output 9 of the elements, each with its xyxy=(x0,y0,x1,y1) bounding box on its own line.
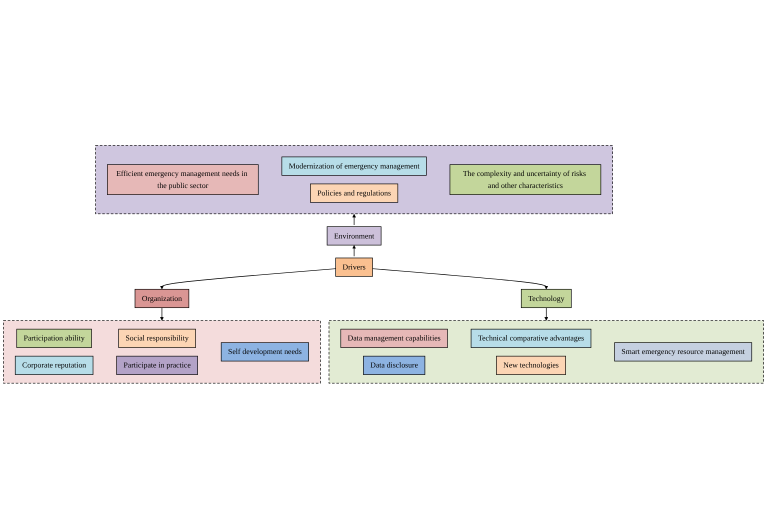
cluster xyxy=(328,320,764,384)
arrow xyxy=(372,268,548,290)
arrow xyxy=(352,245,356,257)
arrow xyxy=(544,308,548,321)
arrow xyxy=(160,268,336,290)
cluster xyxy=(95,145,613,214)
arrow xyxy=(160,308,164,321)
arrow xyxy=(352,214,356,226)
cluster xyxy=(3,320,321,384)
